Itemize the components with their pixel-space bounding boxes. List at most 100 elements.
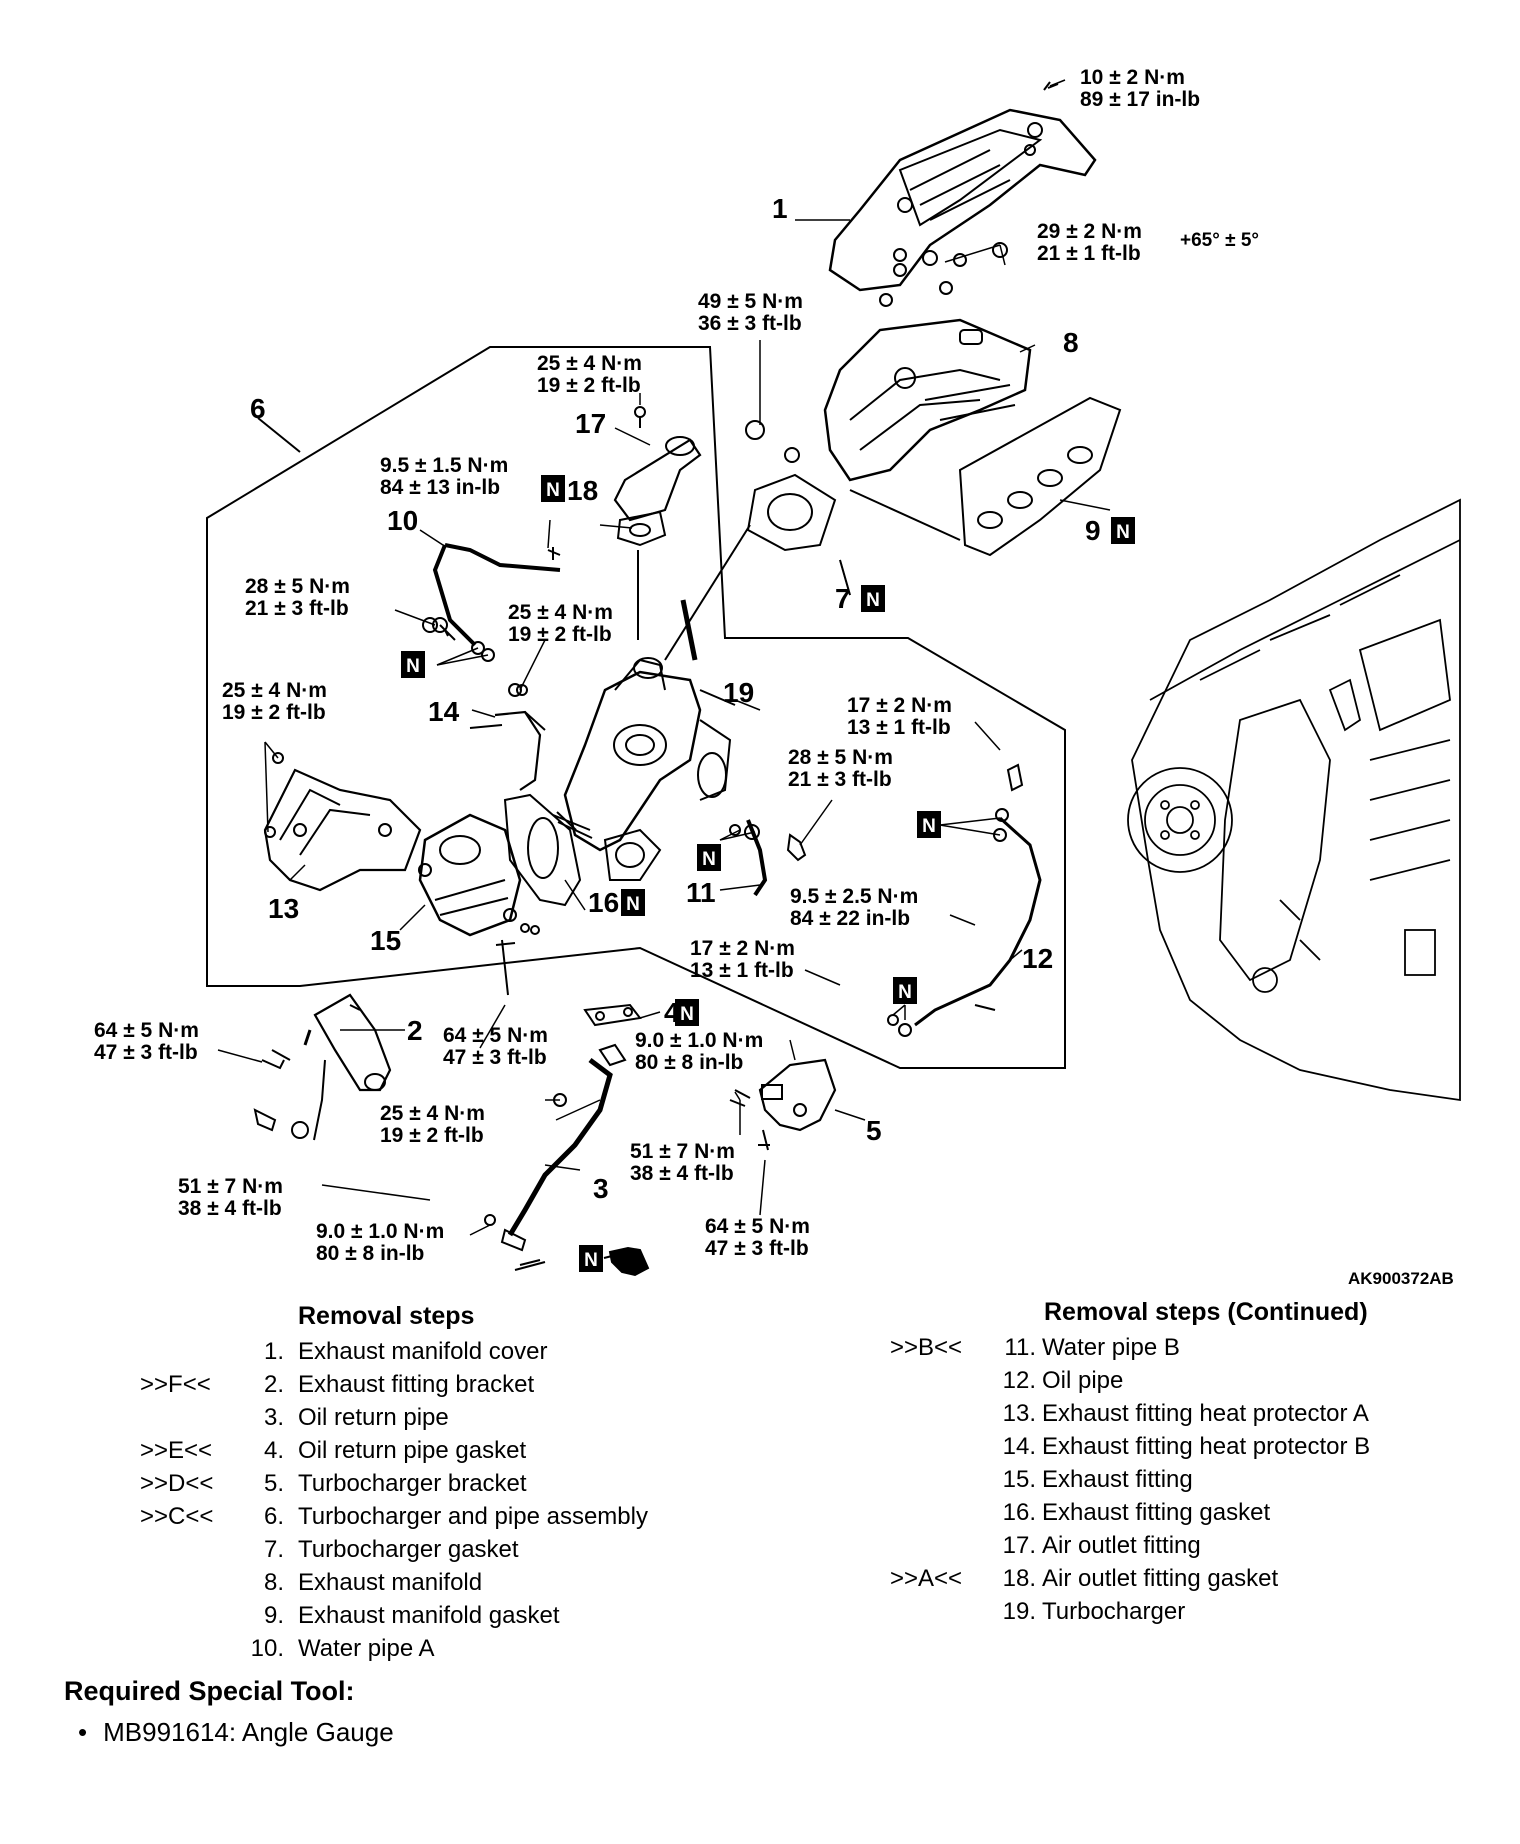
step-row: >>F<< 2. Exhaust fitting bracket bbox=[140, 1368, 760, 1401]
step-row: 17.Air outlet fitting bbox=[890, 1529, 1510, 1562]
special-tool-list: MB991614: Angle Gauge bbox=[64, 1717, 394, 1748]
n-mark-7: N bbox=[861, 585, 885, 612]
n-mark-12b: N bbox=[893, 977, 917, 1004]
step-row: 15.Exhaust fitting bbox=[890, 1463, 1510, 1496]
n-mark-sealant: N bbox=[579, 1245, 603, 1272]
step-label: Exhaust fitting bracket bbox=[298, 1371, 535, 1398]
step-label: Exhaust fitting heat protector A bbox=[1042, 1400, 1369, 1427]
step-number: 1. bbox=[263, 1338, 284, 1365]
part-label-17: 17 bbox=[575, 408, 606, 439]
step-label: Turbocharger and pipe assembly bbox=[298, 1503, 648, 1530]
step-number: 15. bbox=[1002, 1466, 1036, 1493]
part-label-2: 2 bbox=[407, 1015, 423, 1046]
step-label: Turbocharger bracket bbox=[298, 1470, 527, 1497]
step-label: Exhaust fitting bbox=[1042, 1466, 1193, 1493]
step-number: 18. bbox=[1002, 1565, 1036, 1592]
part-label-13: 13 bbox=[268, 893, 299, 924]
exhaust-fitting-bracket-drawing bbox=[253, 993, 392, 1141]
part-label-19: 19 bbox=[723, 677, 754, 708]
oil-pipe-drawing bbox=[887, 763, 1042, 1037]
assembly-boundary-outline bbox=[206, 346, 1066, 1069]
step-row: >>A<<18.Air outlet fitting gasket bbox=[890, 1562, 1510, 1595]
part-label-16: 16 bbox=[588, 887, 619, 918]
turbocharger-bracket-drawing bbox=[729, 1058, 837, 1151]
step-number: 4. bbox=[263, 1437, 284, 1464]
part-label-10: 10 bbox=[387, 505, 418, 536]
step-number: 19. bbox=[1002, 1598, 1036, 1625]
exploded-view-diagram: 10 ± 2 N·m89 ± 17 in-lb 29 ± 2 N·m21 ± 1… bbox=[94, 66, 1461, 1288]
step-number: 6. bbox=[263, 1503, 284, 1530]
step-row: 9. Exhaust manifold gasket bbox=[140, 1599, 760, 1632]
removal-steps-continued-title: Removal steps (Continued) bbox=[1044, 1298, 1368, 1326]
water-pipe-b-drawing bbox=[729, 819, 807, 897]
step-number: 2. bbox=[263, 1371, 284, 1398]
step-mark: >>F<< bbox=[140, 1371, 211, 1398]
water-pipe-a-drawing bbox=[432, 543, 561, 662]
exhaust-manifold-gasket-drawing bbox=[849, 396, 1122, 557]
oil-return-pipe-gasket-drawing bbox=[583, 1003, 642, 1027]
step-row: 14.Exhaust fitting heat protector B bbox=[890, 1430, 1510, 1463]
n-mark-16: N bbox=[621, 889, 645, 916]
step-label: Oil return pipe gasket bbox=[298, 1437, 527, 1464]
step-mark: >>E<< bbox=[140, 1437, 213, 1464]
step-label: Air outlet fitting bbox=[1042, 1532, 1201, 1559]
svg-text:N: N bbox=[922, 816, 936, 837]
step-number: 17. bbox=[1002, 1532, 1036, 1559]
new-part-marks: N N N N N N N N N N bbox=[401, 475, 1135, 1272]
step-mark: >>B<< bbox=[890, 1334, 963, 1361]
step-row: 12.Oil pipe bbox=[890, 1364, 1510, 1397]
step-row: 3. Oil return pipe bbox=[140, 1401, 760, 1434]
part-label-14: 14 bbox=[428, 696, 460, 727]
step-row: >>D<<5.Turbocharger bracket bbox=[140, 1467, 760, 1500]
bolts-drawing bbox=[422, 420, 800, 996]
step-label: Exhaust manifold gasket bbox=[298, 1602, 560, 1629]
step-row: 19.Turbocharger bbox=[890, 1595, 1510, 1628]
step-number: 14. bbox=[1002, 1433, 1036, 1460]
step-row: 1.Exhaust manifold cover bbox=[140, 1335, 760, 1368]
special-tool-title: Required Special Tool: bbox=[64, 1676, 355, 1706]
step-label: Turbocharger gasket bbox=[298, 1536, 519, 1563]
svg-text:N: N bbox=[626, 894, 640, 915]
svg-text:N: N bbox=[702, 849, 716, 870]
step-label: Oil return pipe bbox=[298, 1404, 449, 1431]
air-outlet-fitting-gasket-drawing bbox=[616, 510, 667, 640]
part-label-18: 18 bbox=[567, 475, 598, 506]
n-mark-18: N bbox=[541, 475, 565, 502]
part-label-7: 7 bbox=[835, 583, 851, 614]
step-row: 8.Exhaust manifold bbox=[140, 1566, 760, 1599]
leader-lines bbox=[217, 79, 1111, 1236]
n-mark-10: N bbox=[401, 651, 425, 678]
step-number: 3. bbox=[263, 1404, 284, 1431]
step-label: Water pipe A bbox=[298, 1635, 435, 1662]
svg-text:N: N bbox=[680, 1004, 694, 1025]
step-number: 12. bbox=[1002, 1367, 1036, 1394]
step-label: Exhaust fitting heat protector B bbox=[1042, 1433, 1371, 1460]
step-number: 16. bbox=[1002, 1499, 1036, 1526]
step-number: 8. bbox=[263, 1569, 284, 1596]
part-label-11: 11 bbox=[686, 877, 716, 908]
step-number: 5. bbox=[263, 1470, 284, 1497]
removal-steps-title: Removal steps bbox=[298, 1302, 475, 1330]
step-label: Exhaust fitting gasket bbox=[1042, 1499, 1271, 1526]
step-mark: >>C<< bbox=[140, 1503, 214, 1530]
angle-callout: +65° ± 5° bbox=[1180, 230, 1259, 251]
part-label-8: 8 bbox=[1063, 327, 1079, 358]
part-label-6: 6 bbox=[250, 393, 266, 424]
svg-text:N: N bbox=[584, 1250, 598, 1271]
part-label-15: 15 bbox=[370, 925, 401, 956]
step-number: 9. bbox=[263, 1602, 284, 1629]
step-row: >>C<< 6. Turbocharger and pipe assembly bbox=[140, 1500, 760, 1533]
